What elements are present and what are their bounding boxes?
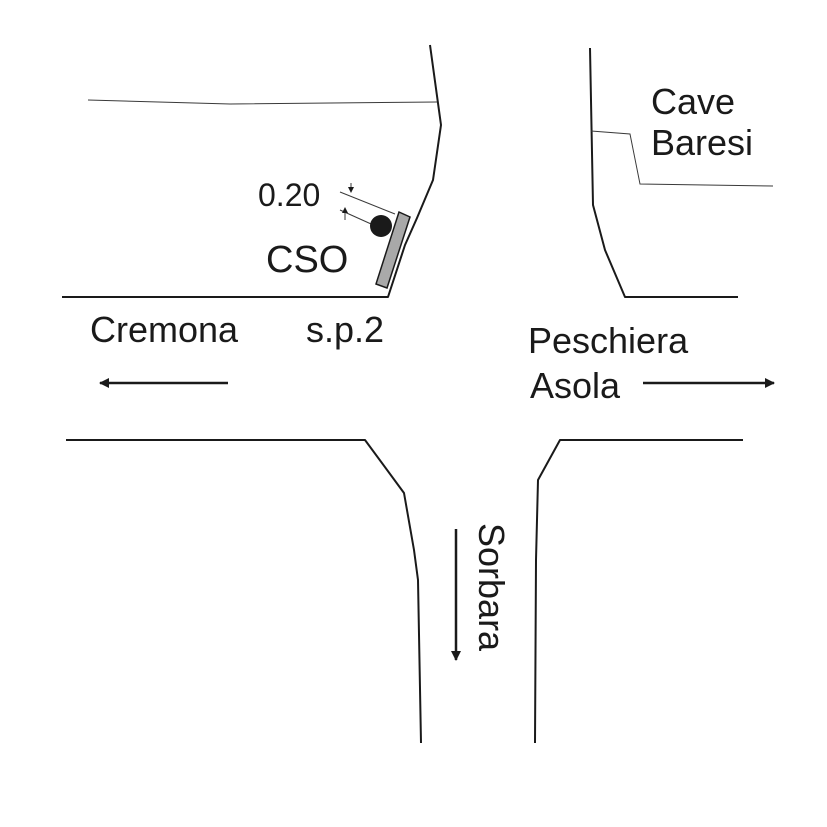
label-cso: CSO — [266, 239, 348, 281]
label-dimension: 0.20 — [258, 177, 320, 213]
label-baresi: Baresi — [651, 122, 753, 163]
cso-sensor-plate — [375, 210, 411, 289]
dimension-tick-top — [339, 191, 396, 215]
label-sorbara: Sorbara — [471, 523, 512, 652]
label-asola: Asola — [530, 365, 621, 406]
label-peschiera: Peschiera — [528, 320, 689, 361]
road-edge-bottom-right — [534, 439, 743, 744]
label-cave: Cave — [651, 81, 735, 122]
label-road-sp2: s.p.2 — [306, 309, 384, 350]
label-cremona: Cremona — [90, 309, 239, 350]
boundary-line-left — [87, 99, 438, 105]
dimension-arrow-top — [348, 187, 354, 193]
road-edge-top-right — [589, 47, 738, 298]
boundary-line-cave — [590, 130, 774, 187]
cso-sensor-dot — [370, 215, 392, 237]
road-edge-bottom-left — [66, 439, 422, 744]
dimension-arrow-bottom — [342, 207, 348, 213]
road-edge-top-left — [62, 44, 442, 298]
